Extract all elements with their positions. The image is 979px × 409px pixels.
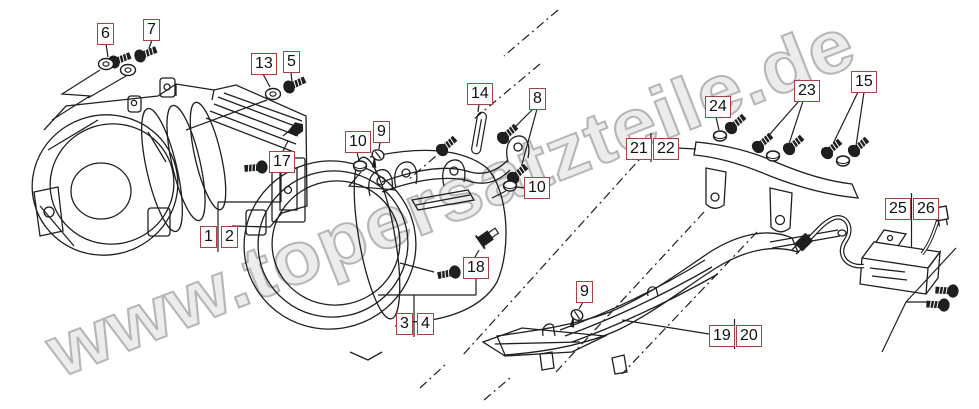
right-bracket-drawing [693,141,860,233]
part-label-7[interactable]: 7 [143,19,160,41]
part-label-13[interactable]: 13 [251,53,277,75]
part-label-14[interactable]: 14 [467,83,493,105]
part-label-2[interactable]: 2 [221,226,238,248]
relay-unit-drawing [791,205,950,295]
part-label-15[interactable]: 15 [851,71,877,93]
part-label-9a[interactable]: 9 [373,121,390,143]
part-label-10b[interactable]: 10 [524,177,550,199]
pin-14 [471,111,487,155]
part-label-9b[interactable]: 9 [576,281,593,303]
part-label-24[interactable]: 24 [705,96,731,118]
part-label-18[interactable]: 18 [463,257,489,279]
part-label-4[interactable]: 4 [417,313,434,335]
part-label-6[interactable]: 6 [97,23,114,45]
part-label-25[interactable]: 25 [885,198,911,220]
bulb-18 [474,227,500,250]
part-label-8[interactable]: 8 [529,88,546,110]
part-label-5[interactable]: 5 [283,51,300,73]
part-label-10a[interactable]: 10 [345,131,371,153]
part-label-20[interactable]: 20 [736,325,762,347]
part-label-1[interactable]: 1 [200,226,217,248]
alignment-dash-lines [407,9,758,401]
part-label-3[interactable]: 3 [396,313,413,335]
part-label-19[interactable]: 19 [709,325,735,347]
lower-trim-drawing [481,229,847,375]
part-label-26[interactable]: 26 [913,198,939,220]
part-label-22[interactable]: 22 [653,138,679,160]
part-label-23[interactable]: 23 [794,80,820,102]
part-label-17[interactable]: 17 [269,151,295,173]
fasteners [97,43,959,330]
clip-17 [282,122,304,137]
part-label-21[interactable]: 21 [626,138,652,160]
